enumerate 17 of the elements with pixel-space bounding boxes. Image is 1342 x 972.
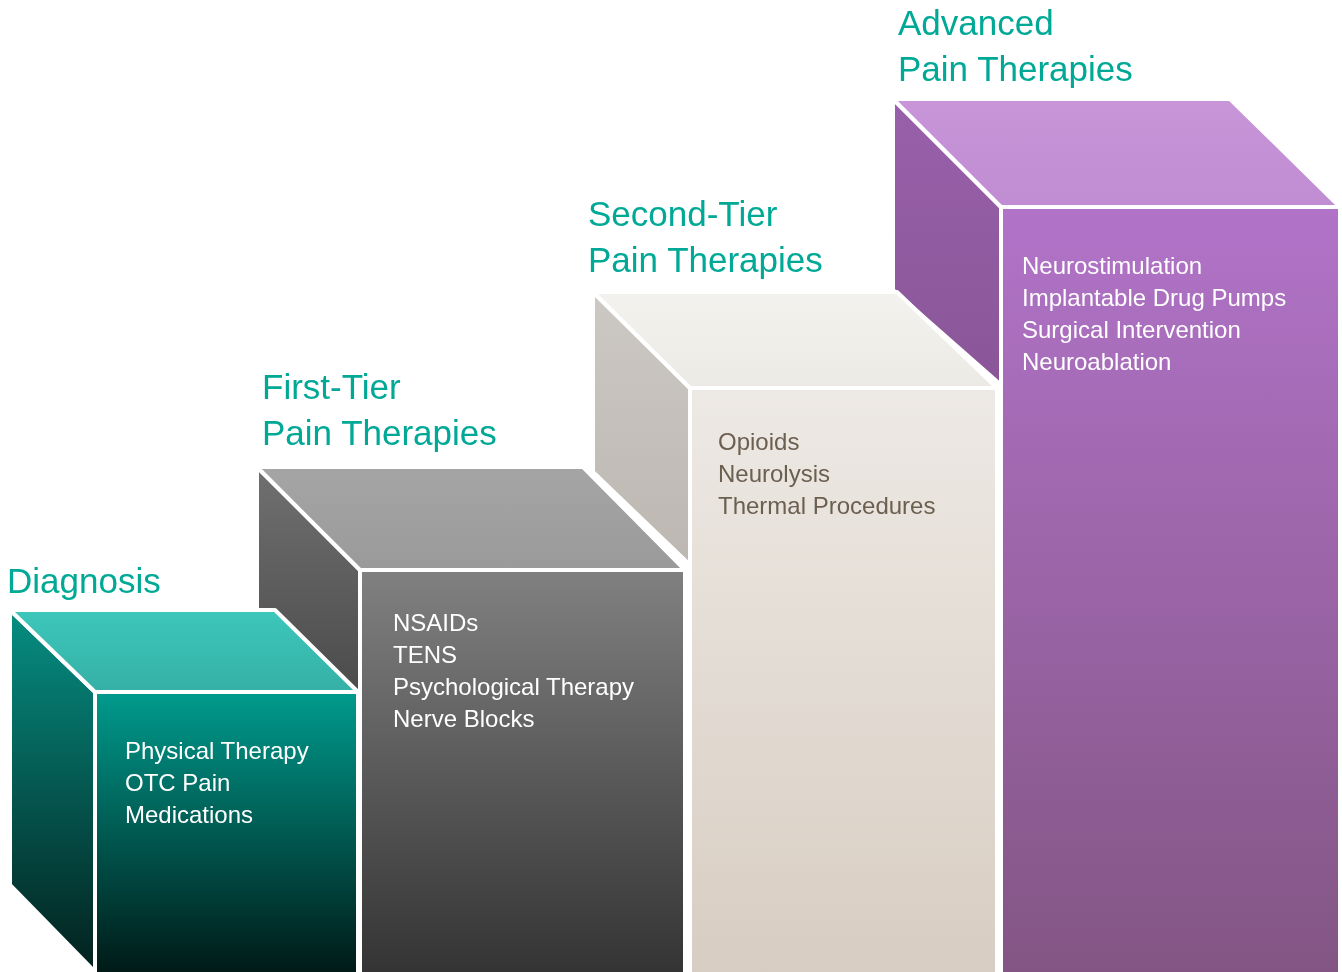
therapy-item: Neuroablation — [1022, 347, 1173, 377]
therapy-item: Thermal Procedures — [718, 491, 937, 521]
step-heading: Diagnosis — [7, 560, 161, 602]
therapy-item: Implantable Drug Pumps — [1022, 283, 1288, 313]
therapy-item: TENS — [393, 640, 458, 670]
therapy-item: Psychological Therapy — [393, 672, 636, 702]
therapy-item: Physical Therapy — [125, 736, 310, 766]
therapy-item: NSAIDs — [393, 608, 480, 638]
therapy-item: Neurolysis — [718, 459, 832, 489]
therapy-item: Neurostimulation — [1022, 251, 1204, 281]
therapy-item: OTC Pain Medications — [125, 768, 255, 830]
step-heading: Advanced Pain Therapies — [898, 2, 1133, 90]
therapy-item: Opioids — [718, 427, 801, 457]
step-heading: Second-Tier Pain Therapies — [588, 193, 823, 281]
therapy-item: Surgical Intervention — [1022, 315, 1242, 345]
step-heading: First-Tier Pain Therapies — [262, 366, 497, 454]
therapy-item: Nerve Blocks — [393, 704, 536, 734]
